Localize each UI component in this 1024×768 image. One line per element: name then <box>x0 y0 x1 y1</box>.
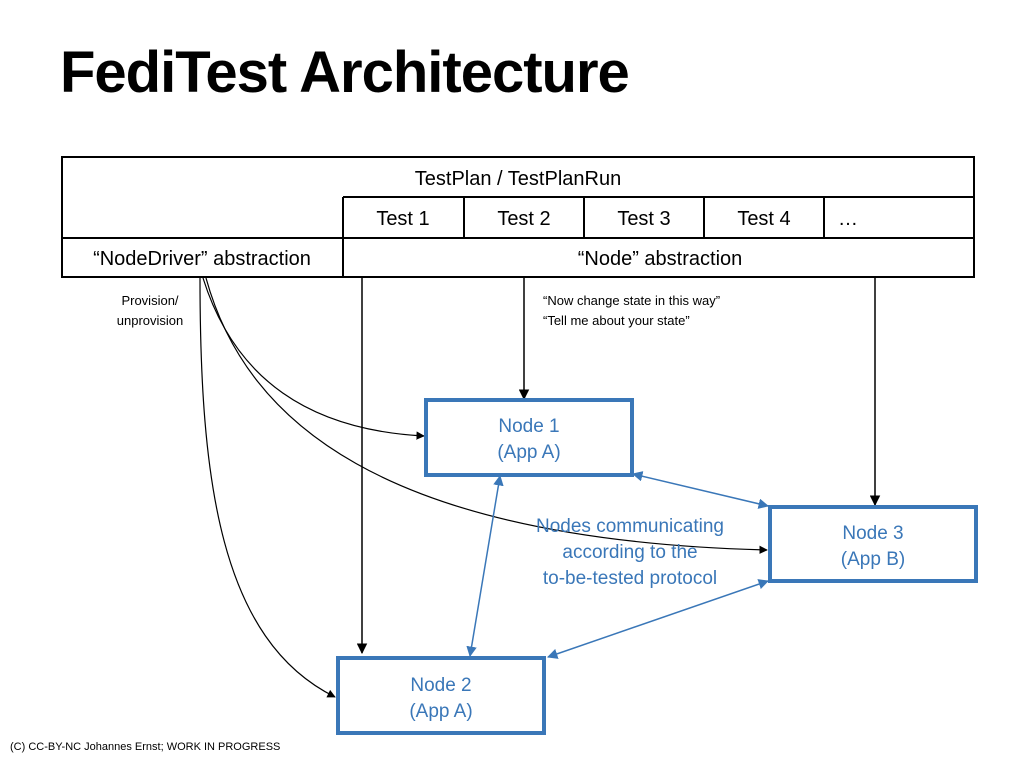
copyright-footer: (C) CC-BY-NC Johannes Ernst; WORK IN PRO… <box>10 741 281 753</box>
provision-label-line-2: unprovision <box>117 313 184 328</box>
node-1-name: Node 1 <box>498 416 559 437</box>
test-1-label: Test 1 <box>376 208 429 230</box>
slide-title: FediTest Architecture <box>60 40 630 105</box>
instruction-line-2: “Tell me about your state” <box>543 313 690 328</box>
comm-label-line-2: according to the <box>562 542 697 563</box>
more-tests-label: … <box>838 208 858 230</box>
node-abstraction-label: “Node” abstraction <box>578 248 743 270</box>
node-3-name: Node 3 <box>842 523 903 544</box>
node-3-app: (App B) <box>841 549 905 570</box>
node-1-app: (App A) <box>497 442 560 463</box>
comm-label-line-3: to-be-tested protocol <box>543 568 717 589</box>
node-2-name: Node 2 <box>410 675 471 696</box>
nodedriver-label: “NodeDriver” abstraction <box>93 248 311 270</box>
testplan-label: TestPlan / TestPlanRun <box>415 168 621 190</box>
comm-label-line-1: Nodes communicating <box>536 516 724 537</box>
comm-arrow-node1-node2 <box>466 474 504 658</box>
testplan-box <box>61 156 975 278</box>
node-3-box <box>768 505 978 583</box>
test-4-label: Test 4 <box>737 208 790 230</box>
provision-label-line-1: Provision/ <box>121 293 178 308</box>
provision-arrow-node2 <box>199 277 336 698</box>
node-2-app: (App A) <box>409 701 472 722</box>
instruction-line-1: “Now change state in this way” <box>543 293 720 308</box>
comm-arrow-node2-node3 <box>547 579 769 659</box>
comm-arrow-node1-node3 <box>631 471 770 509</box>
node-1-box <box>424 398 634 477</box>
test-3-label: Test 3 <box>617 208 670 230</box>
node-2-box <box>336 656 546 735</box>
test-2-label: Test 2 <box>497 208 550 230</box>
provision-arrow-node3 <box>205 277 768 555</box>
provision-arrow-node1 <box>202 277 425 440</box>
